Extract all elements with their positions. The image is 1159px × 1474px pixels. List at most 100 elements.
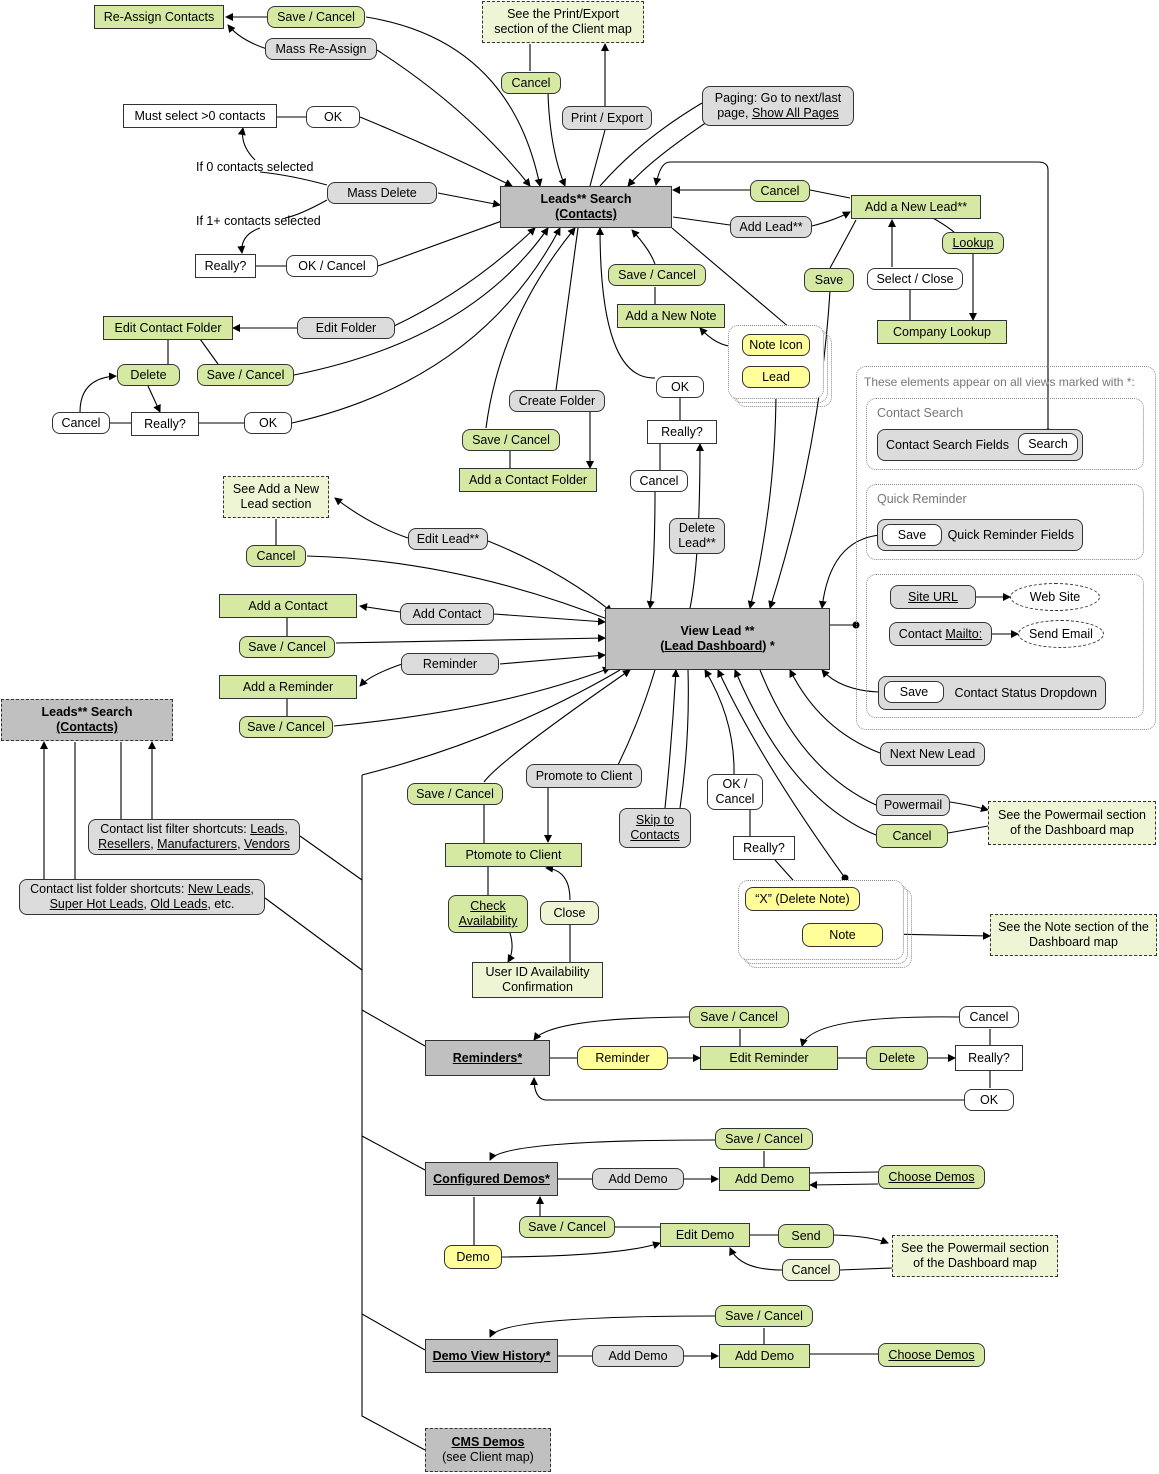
add-demo-button[interactable]: Add Demo (592, 1168, 684, 1190)
powermail-button[interactable]: Powermail (876, 794, 950, 816)
leads-search-page[interactable]: Leads** Search (Contacts) (1, 699, 173, 741)
connector (747, 387, 777, 609)
add-demo-button[interactable]: Add Demo (592, 1345, 684, 1367)
reminders-page[interactable]: Reminders* (425, 1040, 550, 1076)
delete-button[interactable]: Delete (866, 1046, 928, 1070)
note-icon-button[interactable]: Note Icon (742, 334, 810, 356)
must-select-message: Must select >0 contacts (123, 104, 277, 128)
reminder-button[interactable]: Reminder (577, 1046, 668, 1070)
connector (79, 372, 117, 413)
contact-folder-shortcuts[interactable]: Contact list folder shortcuts: New Leads… (19, 879, 265, 915)
demo-button[interactable]: Demo (444, 1245, 502, 1269)
save-cancel-button[interactable]: Save / Cancel (267, 6, 365, 28)
edit-folder-button[interactable]: Edit Folder (297, 317, 395, 339)
quick-reminder-label: Quick Reminder (877, 491, 967, 506)
cancel-button[interactable]: Cancel (782, 1259, 840, 1281)
search-button[interactable]: Search (1018, 433, 1078, 455)
connector (631, 229, 656, 265)
cancel-button[interactable]: Cancel (959, 1006, 1019, 1028)
connector (672, 216, 731, 226)
skip-to-contacts-link[interactable]: Skip to Contacts (619, 808, 691, 848)
save-cancel-button[interactable]: Save / Cancel (715, 1305, 813, 1327)
choose-demos-button[interactable]: Choose Demos (878, 1343, 985, 1367)
save-cancel-button[interactable]: Save / Cancel (608, 264, 706, 286)
lookup-link[interactable]: Lookup (952, 235, 994, 250)
edit-lead-button[interactable]: Edit Lead** (408, 528, 488, 550)
reminder-button[interactable]: Reminder (401, 653, 499, 675)
connector (759, 669, 877, 806)
check-availability-button[interactable]: Check Availability (448, 895, 528, 933)
demo-view-history-page[interactable]: Demo View History* (425, 1339, 558, 1373)
save-cancel-button[interactable]: Save / Cancel (197, 364, 294, 386)
save-button[interactable]: Save (882, 524, 942, 546)
view-lead-page[interactable]: View Lead ** (Lead Dashboard) * (605, 608, 830, 670)
ok-button[interactable]: OK (244, 412, 292, 434)
cancel-button[interactable]: Cancel (52, 412, 110, 434)
connector (334, 497, 409, 539)
connector (333, 666, 611, 727)
mass-delete-button[interactable]: Mass Delete (327, 182, 437, 204)
cms-demos-page[interactable]: CMS Demos (see Client map) (425, 1428, 551, 1472)
next-new-lead-button[interactable]: Next New Lead (880, 742, 985, 766)
save-cancel-button[interactable]: Save / Cancel (462, 429, 560, 451)
contact-filter-shortcuts[interactable]: Contact list filter shortcuts: Leads, Re… (88, 819, 300, 855)
check-availability-link: Check Availability (458, 899, 518, 928)
delete-note-button[interactable]: “X” (Delete Note) (745, 887, 860, 911)
edit-contact-folder-page: Edit Contact Folder (103, 316, 233, 340)
connector (545, 864, 571, 901)
cancel-button[interactable]: Cancel (246, 545, 306, 567)
save-button[interactable]: Save (804, 268, 854, 292)
ok-cancel-button[interactable]: OK / Cancel (707, 774, 763, 810)
cancel-button[interactable]: Cancel (501, 72, 561, 94)
promote-to-client-button[interactable]: Promote to Client (526, 764, 642, 788)
print-export-button[interactable]: Print / Export (562, 106, 652, 130)
connector (949, 801, 989, 812)
connector (284, 199, 328, 219)
create-folder-button[interactable]: Create Folder (509, 390, 605, 412)
note-button[interactable]: Note (802, 923, 883, 947)
quick-reminder-group (866, 484, 1144, 560)
add-contact-button[interactable]: Add Contact (400, 603, 494, 625)
configured-demos-page[interactable]: Configured Demos* (425, 1162, 558, 1196)
save-button[interactable]: Save (884, 681, 944, 703)
save-cancel-button[interactable]: Save / Cancel (239, 636, 335, 658)
add-lead-button[interactable]: Add Lead** (730, 216, 812, 238)
connector (589, 129, 606, 187)
send-button[interactable]: Send (778, 1224, 834, 1248)
contact-mailto-link[interactable]: Contact Mailto: (889, 622, 992, 646)
save-cancel-button[interactable]: Save / Cancel (689, 1006, 789, 1028)
save-cancel-button[interactable]: Save / Cancel (407, 783, 503, 805)
save-cancel-button[interactable]: Save / Cancel (239, 716, 333, 738)
ok-button[interactable]: OK (306, 106, 360, 128)
cancel-button[interactable]: Cancel (630, 470, 688, 492)
paging-control[interactable]: Paging: Go to next/last page, Show All P… (702, 86, 854, 126)
ok-button[interactable]: OK (964, 1089, 1014, 1111)
connector (361, 1313, 426, 1351)
cancel-button[interactable]: Cancel (876, 824, 948, 848)
cancel-button[interactable]: Cancel (750, 180, 810, 202)
site-url-link[interactable]: Site URL (890, 585, 976, 609)
choose-demos-button[interactable]: Choose Demos (878, 1165, 985, 1189)
lead-button[interactable]: Lead (742, 366, 810, 388)
see-note-section-note: See the Note section of the Dashboard ma… (990, 914, 1157, 956)
ok-button[interactable]: OK (656, 376, 704, 398)
connector (335, 634, 606, 644)
connector (147, 385, 161, 413)
connector (359, 663, 403, 687)
leads-search-page[interactable]: Leads** Search (Contacts) (500, 186, 672, 228)
view-lead-subtitle: (Lead Dashboard) * (660, 639, 775, 653)
select-close-button[interactable]: Select / Close (867, 268, 963, 290)
delete-lead-button[interactable]: Delete Lead** (669, 518, 725, 554)
save-cancel-button[interactable]: Save / Cancel (715, 1128, 813, 1150)
close-button[interactable]: Close (540, 901, 599, 925)
connector-dot (841, 874, 849, 882)
really-confirm: Really? (195, 254, 256, 278)
delete-button[interactable]: Delete (117, 364, 180, 386)
quick-reminder-fields-label: Quick Reminder Fields (947, 527, 1074, 542)
save-cancel-button[interactable]: Save / Cancel (519, 1216, 615, 1238)
connector (361, 1135, 426, 1171)
mass-reassign-button[interactable]: Mass Re-Assign (265, 38, 377, 60)
ok-cancel-button[interactable]: OK / Cancel (286, 255, 378, 277)
lookup-button[interactable]: Lookup (942, 232, 1004, 254)
